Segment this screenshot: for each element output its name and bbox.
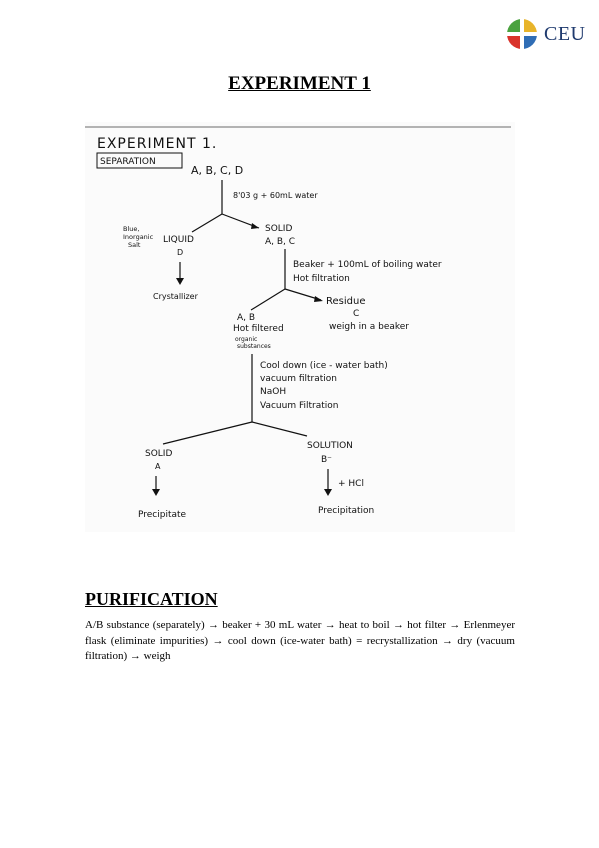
ab-sub-2: substances [237, 343, 271, 350]
arrowhead-liquid [176, 278, 184, 285]
step3-line2: vacuum filtration [260, 374, 337, 384]
purification-text: A/B substance (separately) → beaker + 30… [85, 619, 515, 662]
solution-result: Precipitation [318, 506, 374, 516]
solid2-result: Precipitate [138, 510, 187, 520]
solution-label: SOLUTION [307, 441, 353, 451]
sketch-heading: EXPERIMENT 1. [97, 136, 217, 152]
ab-label: A, B [237, 313, 255, 323]
residue-id: C [353, 309, 359, 319]
residue-note: weigh in a beaker [329, 322, 409, 332]
step1-label: 8'03 g + 60mL water [233, 191, 318, 200]
document-title: EXPERIMENT 1 [228, 73, 371, 94]
solid1-label: SOLID [265, 224, 292, 234]
ceu-logo-icon [506, 18, 538, 50]
arrow-to-solution [251, 421, 308, 437]
solid2-id: A [155, 462, 161, 471]
step3-line4: Vacuum Filtration [260, 401, 338, 411]
liquid-id: D [177, 248, 183, 257]
step2-line1: Beaker + 100mL of boiling water [293, 260, 442, 270]
arrow-to-liquid [191, 213, 223, 233]
arrow-to-solid2 [162, 421, 253, 445]
residue-label: Residue [326, 296, 365, 307]
step3-line1: Cool down (ice - water bath) [260, 361, 388, 371]
solid1-ids: A, B, C [265, 237, 295, 247]
arrowhead-solution [324, 489, 332, 496]
arrowhead-residue [314, 296, 323, 302]
flowchart-svg: EXPERIMENT 1. SEPARATION A, B, C, D 8'03… [85, 126, 511, 520]
liquid-note-1: Blue, [123, 225, 139, 233]
liquid-note-3: Salt [128, 241, 141, 249]
step3-line3: NaOH [260, 387, 286, 397]
ceu-logo: CEU [506, 18, 586, 50]
start-mixture: A, B, C, D [191, 164, 243, 177]
liquid-label: LIQUID [163, 235, 194, 245]
arrow-to-ab [250, 288, 286, 311]
separation-label: SEPARATION [100, 157, 156, 167]
solution-id: B⁻ [321, 455, 332, 465]
liquid-note-2: Inorganic [123, 233, 154, 241]
separation-flowchart: EXPERIMENT 1. SEPARATION A, B, C, D 8'03… [85, 122, 515, 532]
purification-title: PURIFICATION [85, 589, 218, 609]
step2-line2: Hot filtration [293, 274, 350, 284]
arrowhead-solid [251, 223, 259, 229]
arrowhead-solid2 [152, 489, 160, 496]
ab-sub-1: organic [235, 336, 257, 343]
solid2-label: SOLID [145, 449, 172, 459]
liquid-result: Crystallizer [153, 292, 199, 301]
separation-box [96, 152, 183, 169]
ab-note: Hot filtered [233, 324, 284, 334]
logo-text: CEU [544, 22, 586, 45]
solution-reagent: + HCl [338, 479, 364, 489]
